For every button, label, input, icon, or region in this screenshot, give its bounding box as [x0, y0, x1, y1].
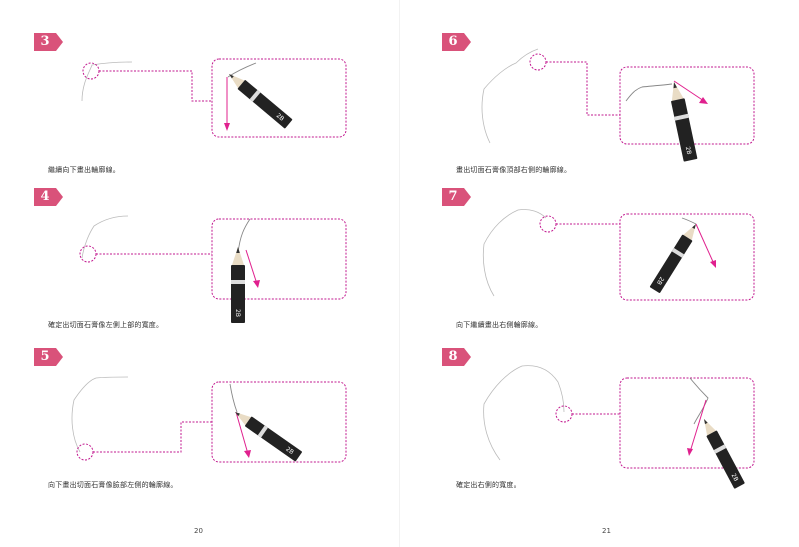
step-5: 5 2B 向下畫出切面石膏像臉部左側的輪廓線。: [34, 348, 414, 508]
zoom-sketch-line: [229, 383, 238, 413]
step-number-badge: 5: [34, 348, 56, 366]
step-number-badge: 4: [34, 188, 56, 206]
arrow-icon: [695, 223, 715, 265]
step-caption: 畫出切面石膏像頂部右側的輪廓線。: [456, 166, 572, 174]
arrow-head: [244, 450, 251, 458]
magnifier-circle-icon: [82, 62, 100, 80]
zoom-sketch-line: [237, 218, 251, 254]
step-illustration: 2B: [81, 58, 347, 138]
page-number: 21: [602, 527, 611, 535]
zoom-frame: [619, 66, 755, 145]
step-caption: 確定出右側的寬度。: [456, 481, 521, 489]
sketch-outline: [71, 376, 129, 453]
sketch-outline: [482, 209, 547, 297]
badge-tail: [464, 33, 471, 51]
pencil-grade-label: 2B: [275, 112, 286, 122]
step-caption: 繼續向下畫出輪廓線。: [48, 166, 120, 174]
pencil-icon: 2B: [671, 82, 698, 162]
step-caption: 向下繼續畫出右側輪廓線。: [456, 321, 543, 329]
arrow-icon: [245, 249, 258, 285]
pencil-grade-label: 2B: [655, 275, 665, 285]
zoom-frame: [211, 218, 347, 300]
zoom-sketch-line: [227, 62, 257, 78]
arrow-head: [224, 123, 230, 131]
step-4: 4 2B 確定出切面石膏像左側上部的寬度。: [34, 188, 414, 348]
guide-connector: [99, 70, 212, 102]
pencil-grade-label: 2B: [234, 309, 241, 317]
sketch-outline: [81, 61, 133, 102]
badge-tail: [464, 348, 471, 366]
pencil-grade-label: 2B: [684, 146, 692, 155]
pencil-icon: 2B: [231, 247, 245, 323]
zoom-frame: [619, 213, 755, 301]
step-7: 7 2B 向下繼續畫出右側輪廓線。: [442, 188, 799, 348]
step-caption: 確定出切面石膏像左側上部的寬度。: [48, 321, 164, 329]
arrow-icon: [673, 80, 705, 102]
guide-connector: [546, 61, 620, 116]
step-illustration: 2B: [71, 376, 347, 463]
step-illustration: 2B: [79, 215, 347, 323]
badge-tail: [56, 348, 63, 366]
badge-tail: [464, 188, 471, 206]
pencil-icon: 2B: [235, 412, 302, 462]
step-illustration: 2B: [481, 48, 755, 162]
arrow-head: [710, 260, 716, 268]
step-illustration: 2B: [483, 365, 755, 489]
arrow-icon: [689, 399, 707, 453]
arrow-head: [699, 97, 708, 104]
zoom-sketch-line: [625, 83, 673, 102]
magnifier-circle-icon: [529, 53, 547, 71]
step-caption: 向下畫出切面石膏像臉部左側的輪廓線。: [48, 481, 178, 489]
guide-connector: [93, 421, 212, 453]
badge-tail: [56, 188, 63, 206]
step-number-badge: 8: [442, 348, 464, 366]
pencil-grade-label: 2B: [284, 446, 295, 456]
step-3: 3 2B 繼續向下畫出輪廓線。: [34, 33, 414, 193]
zoom-sketch-line: [689, 377, 709, 425]
magnifier-circle-icon: [539, 215, 557, 233]
page-20: 3 2B 繼續向下畫出輪廓線。 4: [0, 0, 399, 547]
zoom-frame: [211, 58, 347, 138]
arrow-head: [253, 280, 260, 288]
page-21: 6 2B 畫出切面石膏像頂部右側的輪廓線。 7: [400, 0, 799, 547]
sketch-outline: [483, 365, 565, 461]
arrow-head: [687, 448, 693, 456]
arrow-icon: [235, 411, 249, 455]
zoom-frame: [211, 381, 347, 463]
step-8: 8 2B 確定出右側的寬度。: [442, 348, 799, 508]
step-illustration: 2B: [482, 209, 755, 301]
magnifier-circle-icon: [76, 443, 94, 461]
pencil-icon: 2B: [704, 419, 745, 489]
zoom-sketch-line: [681, 217, 697, 225]
pencil-icon: 2B: [229, 74, 293, 129]
pencil-icon: 2B: [649, 224, 696, 293]
step-number-badge: 7: [442, 188, 464, 206]
page-gutter: [399, 0, 400, 547]
step-6: 6 2B 畫出切面石膏像頂部右側的輪廓線。: [442, 33, 799, 193]
sketch-outline: [81, 215, 129, 259]
sketch-outline: [481, 48, 539, 144]
step-number-badge: 3: [34, 33, 56, 51]
zoom-frame: [619, 377, 755, 469]
step-number-badge: 6: [442, 33, 464, 51]
pencil-grade-label: 2B: [730, 472, 740, 482]
badge-tail: [56, 33, 63, 51]
page-number: 20: [194, 527, 203, 535]
